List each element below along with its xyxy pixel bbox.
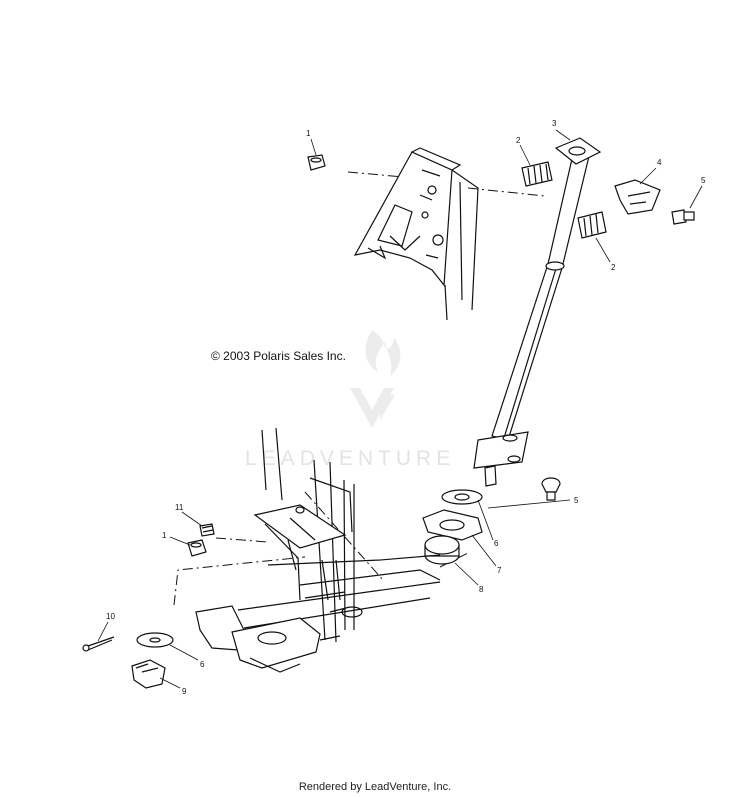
alignment-lines bbox=[173, 171, 546, 606]
callout-8: 8 bbox=[479, 585, 484, 594]
callout-6-lower: 6 bbox=[200, 660, 205, 669]
callout-5-lower: 5 bbox=[574, 496, 579, 505]
upper-bushing bbox=[521, 161, 553, 187]
frame bbox=[195, 427, 441, 673]
cotter-pin bbox=[82, 636, 115, 652]
leader-lines bbox=[97, 129, 703, 689]
callout-7: 7 bbox=[497, 566, 502, 575]
cotter-pin-small bbox=[199, 523, 215, 537]
steering-bracket bbox=[353, 147, 479, 321]
callout-5-upper: 5 bbox=[701, 176, 706, 185]
clamp bbox=[614, 179, 661, 215]
steering-post bbox=[473, 137, 602, 487]
callout-6-upper: 6 bbox=[494, 539, 499, 548]
callout-2-upper: 2 bbox=[516, 136, 521, 145]
watermark-logo bbox=[350, 330, 401, 428]
castle-nut bbox=[131, 659, 166, 689]
callouts: 1 2 3 4 5 2 5 6 7 8 11 1 10 6 9 bbox=[106, 119, 706, 696]
callout-11: 11 bbox=[175, 503, 184, 512]
callout-1-lower: 1 bbox=[162, 531, 167, 540]
bolt-lower bbox=[541, 477, 561, 501]
copyright-notice: © 2003 Polaris Sales Inc. bbox=[211, 349, 346, 363]
callout-1-upper: 1 bbox=[306, 129, 311, 138]
bearing-seal bbox=[424, 535, 460, 565]
nut-lower bbox=[187, 539, 207, 557]
lower-bushing bbox=[577, 211, 607, 239]
callout-2-lower: 2 bbox=[611, 263, 616, 272]
callout-4: 4 bbox=[657, 158, 662, 167]
callout-9: 9 bbox=[182, 687, 187, 696]
washer-upper bbox=[441, 489, 483, 505]
nut-upper bbox=[307, 154, 326, 171]
bolt-upper bbox=[671, 209, 695, 225]
callout-10: 10 bbox=[106, 612, 115, 621]
washer-lower bbox=[136, 632, 174, 648]
bearing-plate bbox=[422, 509, 483, 541]
watermark: LEADVENTURE bbox=[245, 447, 456, 470]
callout-3: 3 bbox=[552, 119, 557, 128]
footer-credit: Rendered by LeadVenture, Inc. bbox=[298, 781, 452, 793]
